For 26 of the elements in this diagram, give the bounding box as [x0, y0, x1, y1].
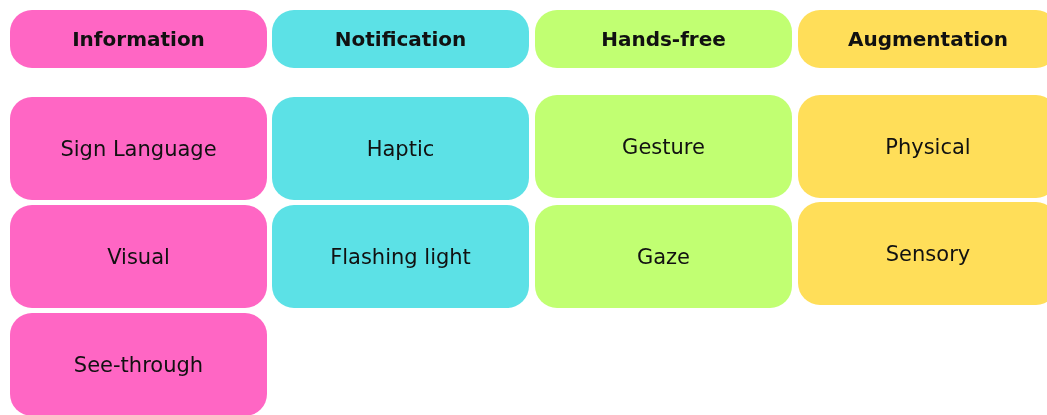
header-text: Hands-free [601, 27, 726, 51]
category-item [10, 97, 267, 200]
category-header [272, 10, 529, 68]
category-header [10, 10, 267, 68]
category-item [798, 202, 1047, 305]
category-item [535, 95, 792, 198]
item-text: Sensory [885, 241, 971, 266]
item-text: Visual [107, 244, 170, 269]
category-item [272, 205, 529, 308]
category-item [535, 205, 792, 308]
item-text: Physical [885, 134, 971, 159]
header-text: Notification [334, 27, 467, 51]
item-text: Gaze [636, 244, 691, 269]
category-item [10, 205, 267, 308]
category-header [798, 10, 1047, 68]
item-text: Flashing light [330, 244, 471, 269]
category-header [535, 10, 792, 68]
category-item [272, 97, 529, 200]
category-item [10, 313, 267, 415]
item-text: Haptic [366, 136, 435, 161]
item-text: Gesture [622, 134, 705, 159]
header-text: Augmentation [847, 27, 1009, 51]
item-text: Sign Language [60, 136, 217, 161]
item-text: See-through [73, 352, 204, 377]
header-text: Information [72, 27, 205, 51]
category-item [798, 95, 1047, 198]
